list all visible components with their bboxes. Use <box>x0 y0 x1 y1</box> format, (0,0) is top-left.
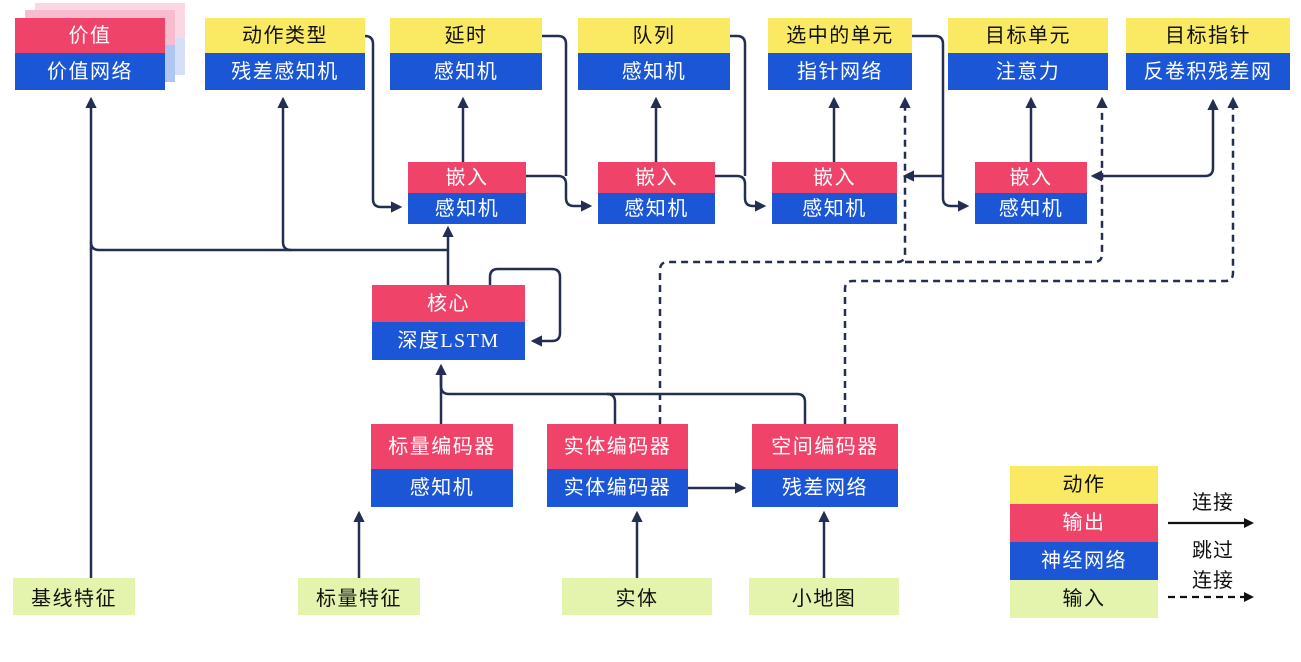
node-target-point: 目标指针反卷积残差网 <box>1126 18 1290 90</box>
node-scalar-encoder: 标量编码器感知机 <box>371 424 513 507</box>
node-embed-4-bottom-label: 感知机 <box>975 193 1087 224</box>
legend-input: 输入 <box>1010 580 1158 618</box>
node-target-unit: 目标单元注意力 <box>948 18 1108 90</box>
node-entity-encoder-bottom-label: 实体编码器 <box>547 469 688 507</box>
node-core: 核心深度LSTM <box>372 285 525 360</box>
node-value-top-label: 价值 <box>15 18 165 53</box>
node-embed-2-top-label: 嵌入 <box>598 162 715 193</box>
node-spatial-encoder-bottom-label: 残差网络 <box>752 469 898 507</box>
legend-connection-label: 连接 <box>1192 492 1234 514</box>
wire-core-to-action-type <box>277 96 292 252</box>
node-selected-units-top-label: 选中的单元 <box>768 18 912 53</box>
wire-queue-drop <box>730 34 747 176</box>
node-core-bottom-label: 深度LSTM <box>372 322 525 360</box>
node-queue-top-label: 队列 <box>578 18 730 53</box>
input-entities: 实体 <box>562 578 712 615</box>
wire-action-type-to-embed1 <box>364 34 403 213</box>
node-embed-3-bottom-label: 感知机 <box>772 193 897 224</box>
node-delay: 延时感知机 <box>390 18 542 90</box>
node-selected-units: 选中的单元指针网络 <box>768 18 912 90</box>
skip-entity-to-target-unit <box>905 96 1108 264</box>
legend-skip-label-line1: 跳过 <box>1192 540 1234 562</box>
node-selected-units-bottom-label: 指针网络 <box>768 53 912 90</box>
node-embed-2: 嵌入感知机 <box>598 162 715 224</box>
legend-skip-label-line2: 连接 <box>1192 570 1234 592</box>
input-baseline-features: 基线特征 <box>13 578 135 615</box>
node-action-type-bottom-label: 残差感知机 <box>205 53 365 90</box>
wire-encoders-to-core <box>435 363 807 424</box>
legend-output: 输出 <box>1010 504 1158 542</box>
node-scalar-encoder-bottom-label: 感知机 <box>371 469 513 507</box>
legend-action: 动作 <box>1010 466 1158 504</box>
node-target-point-bottom-label: 反卷积残差网 <box>1126 53 1290 90</box>
skip-spatial-to-target-point <box>843 96 1239 424</box>
wire-core-self-loop <box>488 267 562 347</box>
node-embed-3-top-label: 嵌入 <box>772 162 897 193</box>
wire-entity-join <box>606 392 617 424</box>
input-scalar-features: 标量特征 <box>298 578 420 615</box>
legend: 动作输出神经网络输入 <box>1010 466 1158 618</box>
node-core-top-label: 核心 <box>372 285 525 322</box>
node-delay-top-label: 延时 <box>390 18 542 53</box>
node-action-type-top-label: 动作类型 <box>205 18 365 53</box>
node-value-bottom-label: 价值网络 <box>15 53 165 90</box>
wire-embed2-to-embed3 <box>715 174 767 212</box>
node-entity-encoder: 实体编码器实体编码器 <box>547 424 688 507</box>
node-entity-encoder-top-label: 实体编码器 <box>547 424 688 469</box>
node-target-unit-bottom-label: 注意力 <box>948 53 1108 90</box>
node-action-type: 动作类型残差感知机 <box>205 18 365 90</box>
wire-embed4-target-point-link <box>1090 98 1219 182</box>
node-delay-bottom-label: 感知机 <box>390 53 542 90</box>
node-queue: 队列感知机 <box>578 18 730 90</box>
node-embed-4: 嵌入感知机 <box>975 162 1087 224</box>
node-embed-2-bottom-label: 感知机 <box>598 193 715 224</box>
node-embed-4-top-label: 嵌入 <box>975 162 1087 193</box>
node-spatial-encoder-top-label: 空间编码器 <box>752 424 898 469</box>
node-embed-3: 嵌入感知机 <box>772 162 897 224</box>
wire-selected-units-drop <box>912 34 970 212</box>
node-spatial-encoder: 空间编码器残差网络 <box>752 424 898 507</box>
input-minimap: 小地图 <box>749 578 899 615</box>
node-queue-bottom-label: 感知机 <box>578 53 730 90</box>
wire-core-branch-left <box>89 241 448 252</box>
node-target-point-top-label: 目标指针 <box>1126 18 1290 53</box>
wire-embed1-to-embed2 <box>526 174 593 212</box>
node-embed-1-bottom-label: 感知机 <box>408 193 526 224</box>
legend-network: 神经网络 <box>1010 542 1158 580</box>
node-target-unit-top-label: 目标单元 <box>948 18 1108 53</box>
node-scalar-encoder-top-label: 标量编码器 <box>371 424 513 469</box>
wire-delay-drop <box>542 34 568 176</box>
skip-entity-to-selected-units <box>658 96 911 424</box>
node-embed-1: 嵌入感知机 <box>408 162 526 224</box>
node-embed-1-top-label: 嵌入 <box>408 162 526 193</box>
node-value: 价值价值网络 <box>15 3 185 90</box>
